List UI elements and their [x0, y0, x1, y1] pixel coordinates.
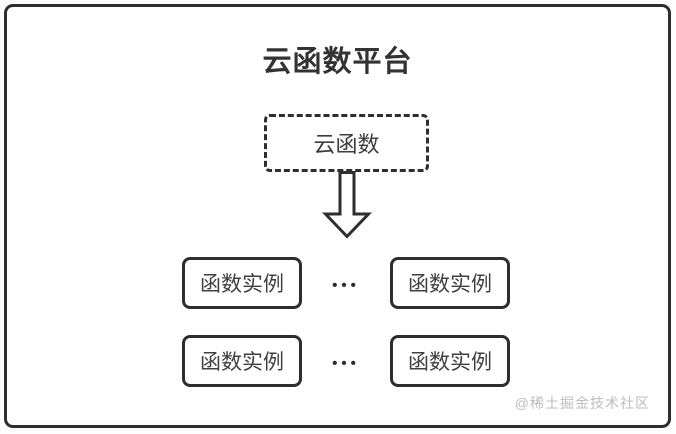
diagram-title: 云函数平台 [262, 46, 413, 78]
function-instance-label: 函数实例 [408, 351, 492, 374]
function-instance-label: 函数实例 [408, 273, 492, 296]
platform-frame: 云函数平台 云函数 函数实例 ••• 函数实例 函数实例 ••• 函数实例 @稀… [4, 4, 671, 428]
function-instance-label: 函数实例 [200, 273, 284, 296]
function-instance-label: 函数实例 [200, 351, 284, 374]
ellipsis-more-instances: ••• [332, 355, 360, 372]
cloud-function-node: 云函数 [264, 114, 429, 172]
function-instance-node: 函数实例 [182, 257, 302, 309]
function-instance-node: 函数实例 [182, 335, 302, 387]
ellipsis-more-instances: ••• [332, 277, 360, 294]
down-arrow-icon [321, 171, 373, 239]
watermark: @稀土掘金技术社区 [514, 395, 650, 411]
cloud-function-label: 云函数 [313, 132, 380, 157]
function-instance-node: 函数实例 [390, 335, 510, 387]
function-instance-node: 函数实例 [390, 257, 510, 309]
